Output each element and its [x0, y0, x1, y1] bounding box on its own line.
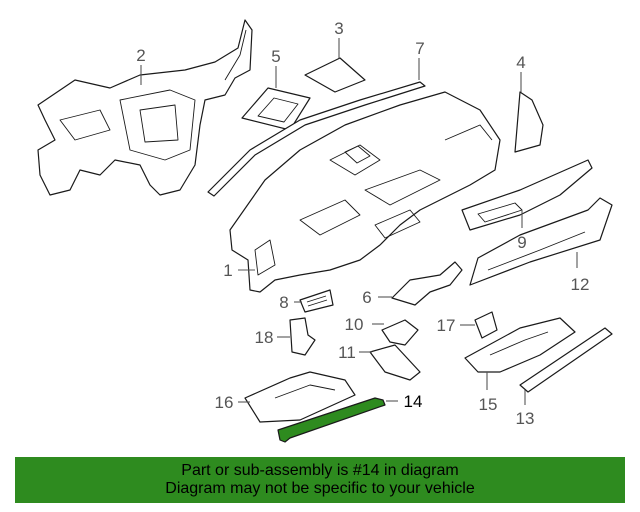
part-18-bracket — [289, 317, 316, 356]
part-16-lower-cover — [244, 371, 356, 423]
callout-17: 17 — [437, 316, 456, 335]
part-15-lower-bracket — [464, 317, 576, 373]
part-11-panel — [369, 344, 421, 381]
callout-11: 11 — [338, 343, 356, 362]
part-6-bracket — [391, 261, 463, 306]
callout-10: 10 — [345, 315, 364, 334]
part-13-rail — [519, 327, 613, 393]
callout-8: 8 — [279, 293, 288, 312]
callout-2: 2 — [136, 46, 145, 65]
callout-12: 12 — [571, 275, 590, 294]
part-4-end-cap — [514, 91, 544, 153]
callout-16: 16 — [215, 393, 234, 412]
info-banner: Part or sub-assembly is #14 in diagram D… — [15, 457, 625, 503]
callout-15: 15 — [479, 395, 498, 414]
callout-14: 14 — [404, 392, 423, 411]
callout-18: 18 — [255, 328, 274, 347]
banner-line-1: Part or sub-assembly is #14 in diagram — [181, 462, 459, 479]
callout-5: 5 — [271, 47, 280, 66]
callout-4: 4 — [516, 53, 525, 72]
leader-lines — [140, 38, 578, 405]
part-3-cover-panel — [304, 57, 366, 93]
part-12-lower-trim — [469, 197, 613, 286]
part-10-panel — [381, 319, 419, 346]
callout-1: 1 — [223, 261, 232, 280]
callout-labels: 2 3 4 5 7 1 9 6 8 10 18 11 17 12 15 13 1… — [136, 19, 589, 428]
callout-6: 6 — [362, 288, 371, 307]
part-8-vent — [299, 289, 334, 313]
part-1-instrument-panel — [229, 91, 501, 293]
part-17-clip — [474, 311, 498, 339]
callout-13: 13 — [516, 409, 535, 428]
banner-line-2: Diagram may not be specific to your vehi… — [165, 480, 475, 497]
callout-7: 7 — [415, 39, 424, 58]
callout-3: 3 — [334, 19, 343, 38]
callout-9: 9 — [517, 233, 526, 252]
part-7-strip — [207, 81, 426, 197]
part-2-dash-frame — [37, 19, 253, 196]
part-14-highlighted-rail — [277, 397, 386, 443]
part-5-trim — [241, 87, 311, 131]
